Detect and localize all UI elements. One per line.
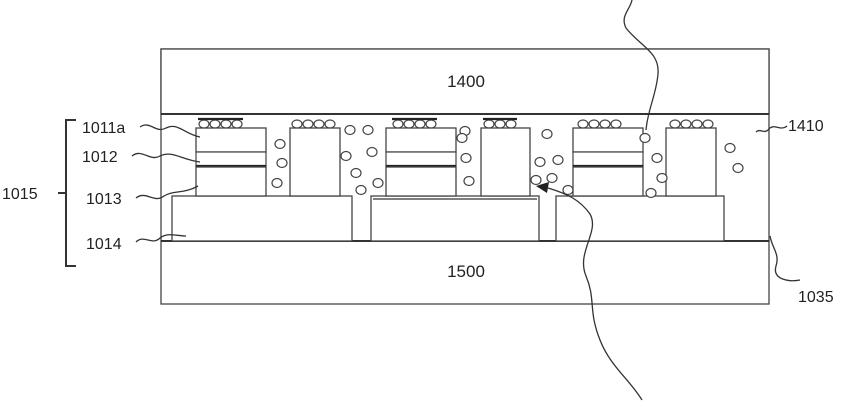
bump <box>681 120 691 128</box>
group-bracket <box>58 120 76 266</box>
base-platform-middle <box>371 196 539 241</box>
particle <box>531 176 541 185</box>
particle <box>277 159 287 168</box>
leader-1035 <box>770 236 800 281</box>
particle <box>535 158 545 167</box>
stack-middle-lower <box>386 167 456 196</box>
particle <box>640 134 650 143</box>
bump <box>325 120 335 128</box>
particle <box>272 179 282 188</box>
particle <box>563 186 573 195</box>
particle <box>657 174 667 183</box>
particle <box>341 152 351 161</box>
bump <box>404 120 414 128</box>
bump <box>703 120 713 128</box>
stack-left-band <box>196 152 266 166</box>
bump <box>426 120 436 128</box>
bump <box>611 120 621 128</box>
bump <box>589 120 599 128</box>
label-1410: 1410 <box>788 118 824 135</box>
bump <box>415 120 425 128</box>
pillar-1 <box>290 128 340 196</box>
particle <box>367 148 377 157</box>
bump <box>670 120 680 128</box>
particle <box>542 130 552 139</box>
label-1014: 1014 <box>86 236 122 253</box>
bump <box>232 120 242 128</box>
base-platform-left <box>172 196 352 241</box>
stack-left-lower <box>196 167 266 196</box>
bump <box>314 120 324 128</box>
particle <box>275 140 285 149</box>
stack-right-upper <box>573 128 643 152</box>
pillar-3 <box>666 128 716 196</box>
bump <box>484 120 494 128</box>
particle <box>351 169 361 178</box>
stack-right <box>573 128 643 196</box>
particle <box>461 154 471 163</box>
particle <box>457 134 467 143</box>
stack-right-band <box>573 152 643 166</box>
bump <box>578 120 588 128</box>
stack-left <box>196 128 266 196</box>
particle <box>725 144 735 153</box>
group-label: 1015 <box>2 186 38 203</box>
particle <box>345 126 355 135</box>
particle <box>363 126 373 135</box>
bump <box>495 120 505 128</box>
bump <box>303 120 313 128</box>
particle <box>733 164 743 173</box>
bump <box>600 120 610 128</box>
pillar-2 <box>481 128 530 196</box>
bump <box>199 120 209 128</box>
particle <box>373 179 383 188</box>
label-1013: 1013 <box>86 191 122 208</box>
stack-middle <box>386 128 456 196</box>
top-layer-label: 1400 <box>447 72 485 91</box>
bump <box>292 120 302 128</box>
stack-middle-band <box>386 152 456 166</box>
stack-middle-upper <box>386 128 456 152</box>
label-1011a: 1011a <box>82 120 125 137</box>
label-1035: 1035 <box>798 289 834 306</box>
bump <box>506 120 516 128</box>
bump <box>210 120 220 128</box>
particle <box>464 177 474 186</box>
particle <box>356 186 366 195</box>
particle <box>553 156 563 165</box>
bump <box>221 120 231 128</box>
bottom-layer-label: 1500 <box>447 262 485 281</box>
label-1012: 1012 <box>82 149 118 166</box>
base-platform-right <box>556 196 724 241</box>
particle <box>652 154 662 163</box>
bump <box>692 120 702 128</box>
particle <box>547 174 557 183</box>
stack-left-upper <box>196 128 266 152</box>
stack-right-lower <box>573 167 643 196</box>
bump <box>393 120 403 128</box>
particle <box>646 189 656 198</box>
